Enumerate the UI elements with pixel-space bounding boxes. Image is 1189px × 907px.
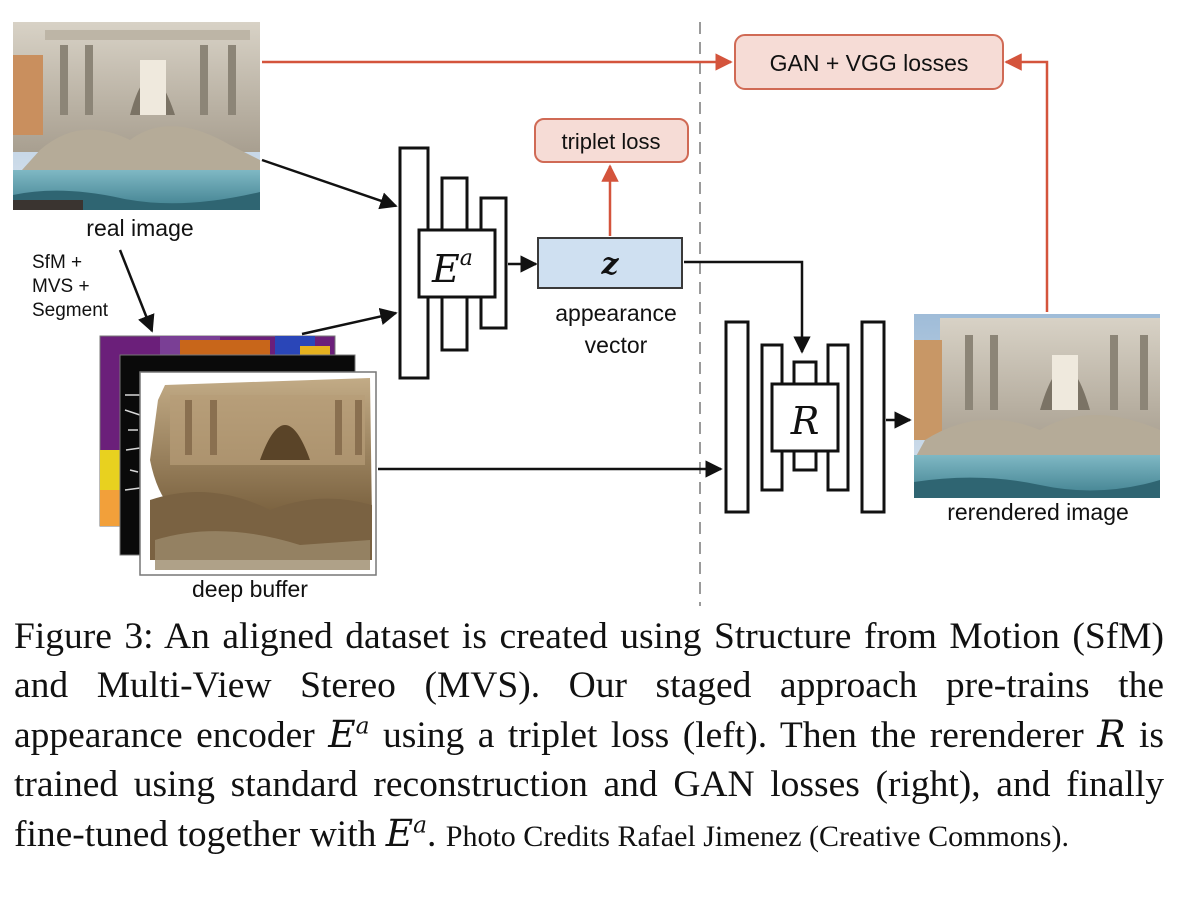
real-image-label: real image (86, 215, 193, 241)
encoder-symbol: Ea (431, 246, 473, 291)
arrow-real-to-buffer (118, 249, 155, 333)
arrow-real-to-encoder (261, 158, 398, 210)
sfm-label-line2: MVS + (32, 276, 90, 297)
encoder-block (398, 146, 508, 380)
appearance-vector-label-line1: appearance (555, 300, 677, 326)
gan-vgg-losses-box (734, 34, 1004, 90)
deep-buffer-stack (99, 335, 377, 576)
appearance-vector-label-line2: vector (585, 332, 648, 358)
rerendered-image-photo (914, 314, 1160, 498)
sfm-label-line3: Segment (32, 300, 109, 321)
rerendered-image-label: rerendered image (947, 499, 1129, 525)
rerenderer-symbol: R (790, 399, 820, 443)
caption-math-rerenderer: R (1097, 712, 1126, 756)
appearance-vector-symbol: z (600, 247, 619, 282)
sfm-label-line1: SfM + (32, 252, 82, 273)
caption-math-encoder: Ea (328, 712, 370, 756)
triplet-loss-label: triplet loss (561, 129, 660, 154)
arrow-buffer-to-encoder (301, 307, 398, 336)
gan-vgg-losses-label: GAN + VGG losses (770, 50, 969, 76)
triplet-loss-box (534, 118, 689, 163)
deep-buffer-label: deep buffer (192, 576, 308, 602)
figure-caption: Figure 3: An aligned dataset is created … (14, 616, 1164, 855)
caption-math-encoder-2: Ea (385, 811, 428, 855)
real-image-photo (13, 22, 260, 210)
rerenderer-block (724, 320, 886, 514)
arrow-output-to-gan-losses (1004, 53, 1049, 312)
arrow-z-to-rerenderer (684, 260, 811, 354)
appearance-vector-box (537, 237, 683, 289)
photo-credits: Photo Credits Rafael Jimenez (Creative C… (445, 820, 1069, 853)
